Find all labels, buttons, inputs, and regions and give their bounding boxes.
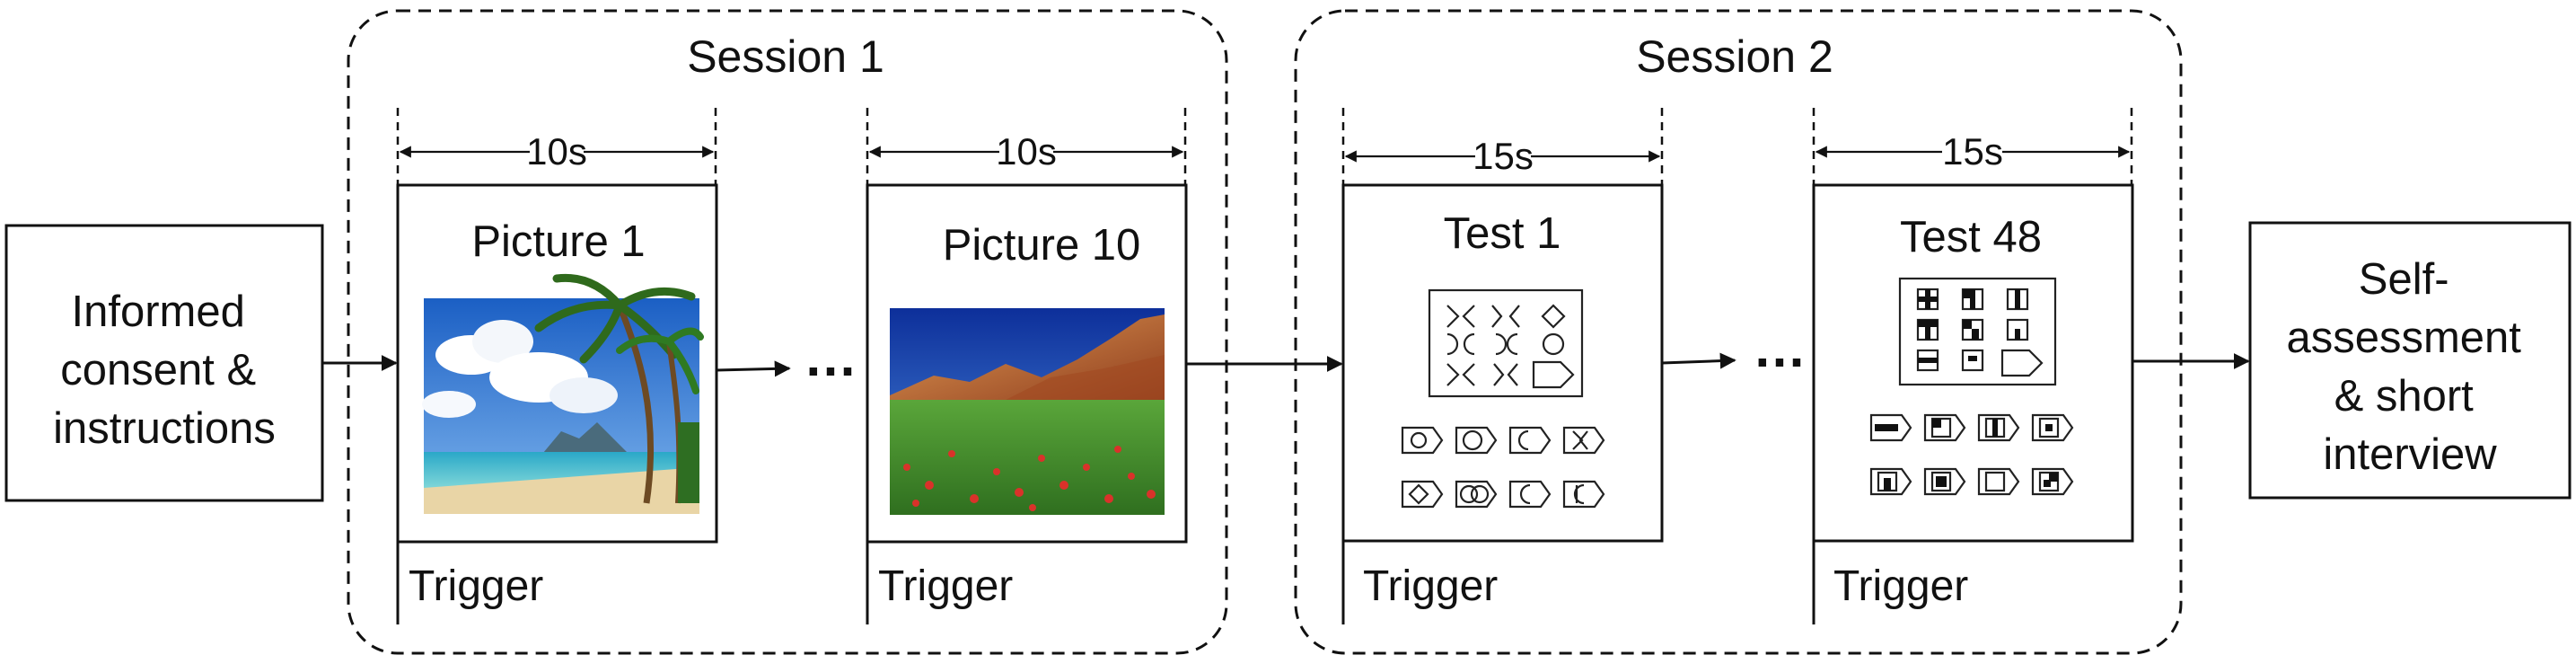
stimulus-title: Test 1 xyxy=(1444,209,1561,258)
beach-photo xyxy=(422,273,704,514)
duration-label: 10s xyxy=(526,130,587,173)
flow-arrow xyxy=(716,360,791,377)
self-assessment-box xyxy=(2248,221,2572,500)
trigger-label: Trigger xyxy=(1363,562,1498,610)
ellipsis: … xyxy=(804,327,857,387)
duration-label: 15s xyxy=(1942,130,2003,173)
ellipsis: … xyxy=(1753,318,1807,378)
session-2-container xyxy=(1294,9,2183,655)
meadow-photo xyxy=(890,308,1165,515)
trigger-label: Trigger xyxy=(878,562,1013,610)
stimulus-frame xyxy=(1341,183,1664,543)
trigger-label: Trigger xyxy=(409,562,543,610)
flow-arrow xyxy=(1661,352,1736,369)
stimulus-test-48: 15s Test 48 xyxy=(1812,108,2134,624)
puzzle-matrix xyxy=(1869,277,2074,496)
stimulus-title: Picture 10 xyxy=(943,221,1141,270)
self-assessment-box-text: Self- assessment & short interview xyxy=(2286,255,2533,479)
stimulus-title: Picture 1 xyxy=(471,217,645,266)
stimulus-picture-10: 10s Picture 10 Trigger xyxy=(866,108,1188,624)
duration-label: 10s xyxy=(996,130,1057,173)
consent-box-text: Informed consent & instructions xyxy=(53,288,276,453)
stimulus-title: Test 48 xyxy=(1900,213,2042,261)
stimulus-frame xyxy=(1812,183,2134,543)
consent-box xyxy=(4,224,324,502)
session-1-container xyxy=(347,9,1228,655)
stimulus-test-1: 15s Test 1 xyxy=(1341,108,1664,624)
session-1-label: Session 1 xyxy=(687,31,884,82)
session-2-label: Session 2 xyxy=(1636,31,1833,82)
trigger-label: Trigger xyxy=(1833,562,1968,610)
stimulus-picture-1: 10s Picture 1 Trigger xyxy=(396,108,718,624)
puzzle-matrix xyxy=(1401,288,1605,509)
duration-label: 15s xyxy=(1473,135,1534,177)
